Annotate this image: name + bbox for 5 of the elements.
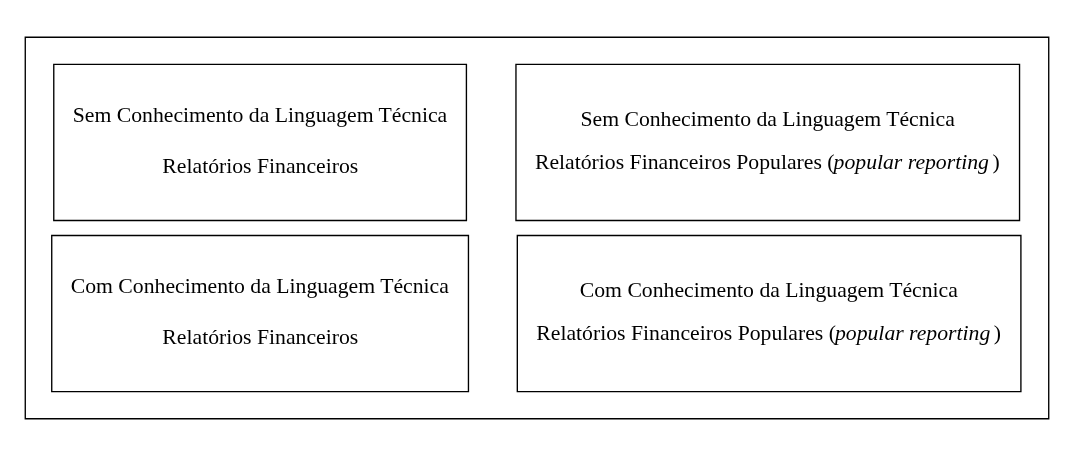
node-box: Com Conhecimento da Linguagem Técnica Relatórios Financeiros Populares (popular reporting) xyxy=(516,234,1022,392)
node-box: Com Conhecimento da Linguagem Técnica Relatórios Financeiros xyxy=(51,234,470,392)
node-box: Sem Conhecimento da Linguagem Técnica Relatórios Financeiros Populares (popular reporting) xyxy=(515,63,1021,221)
node-box: Sem Conhecimento da Linguagem Técnica Relatórios Financeiros xyxy=(53,63,468,221)
cluster xyxy=(24,36,1050,419)
